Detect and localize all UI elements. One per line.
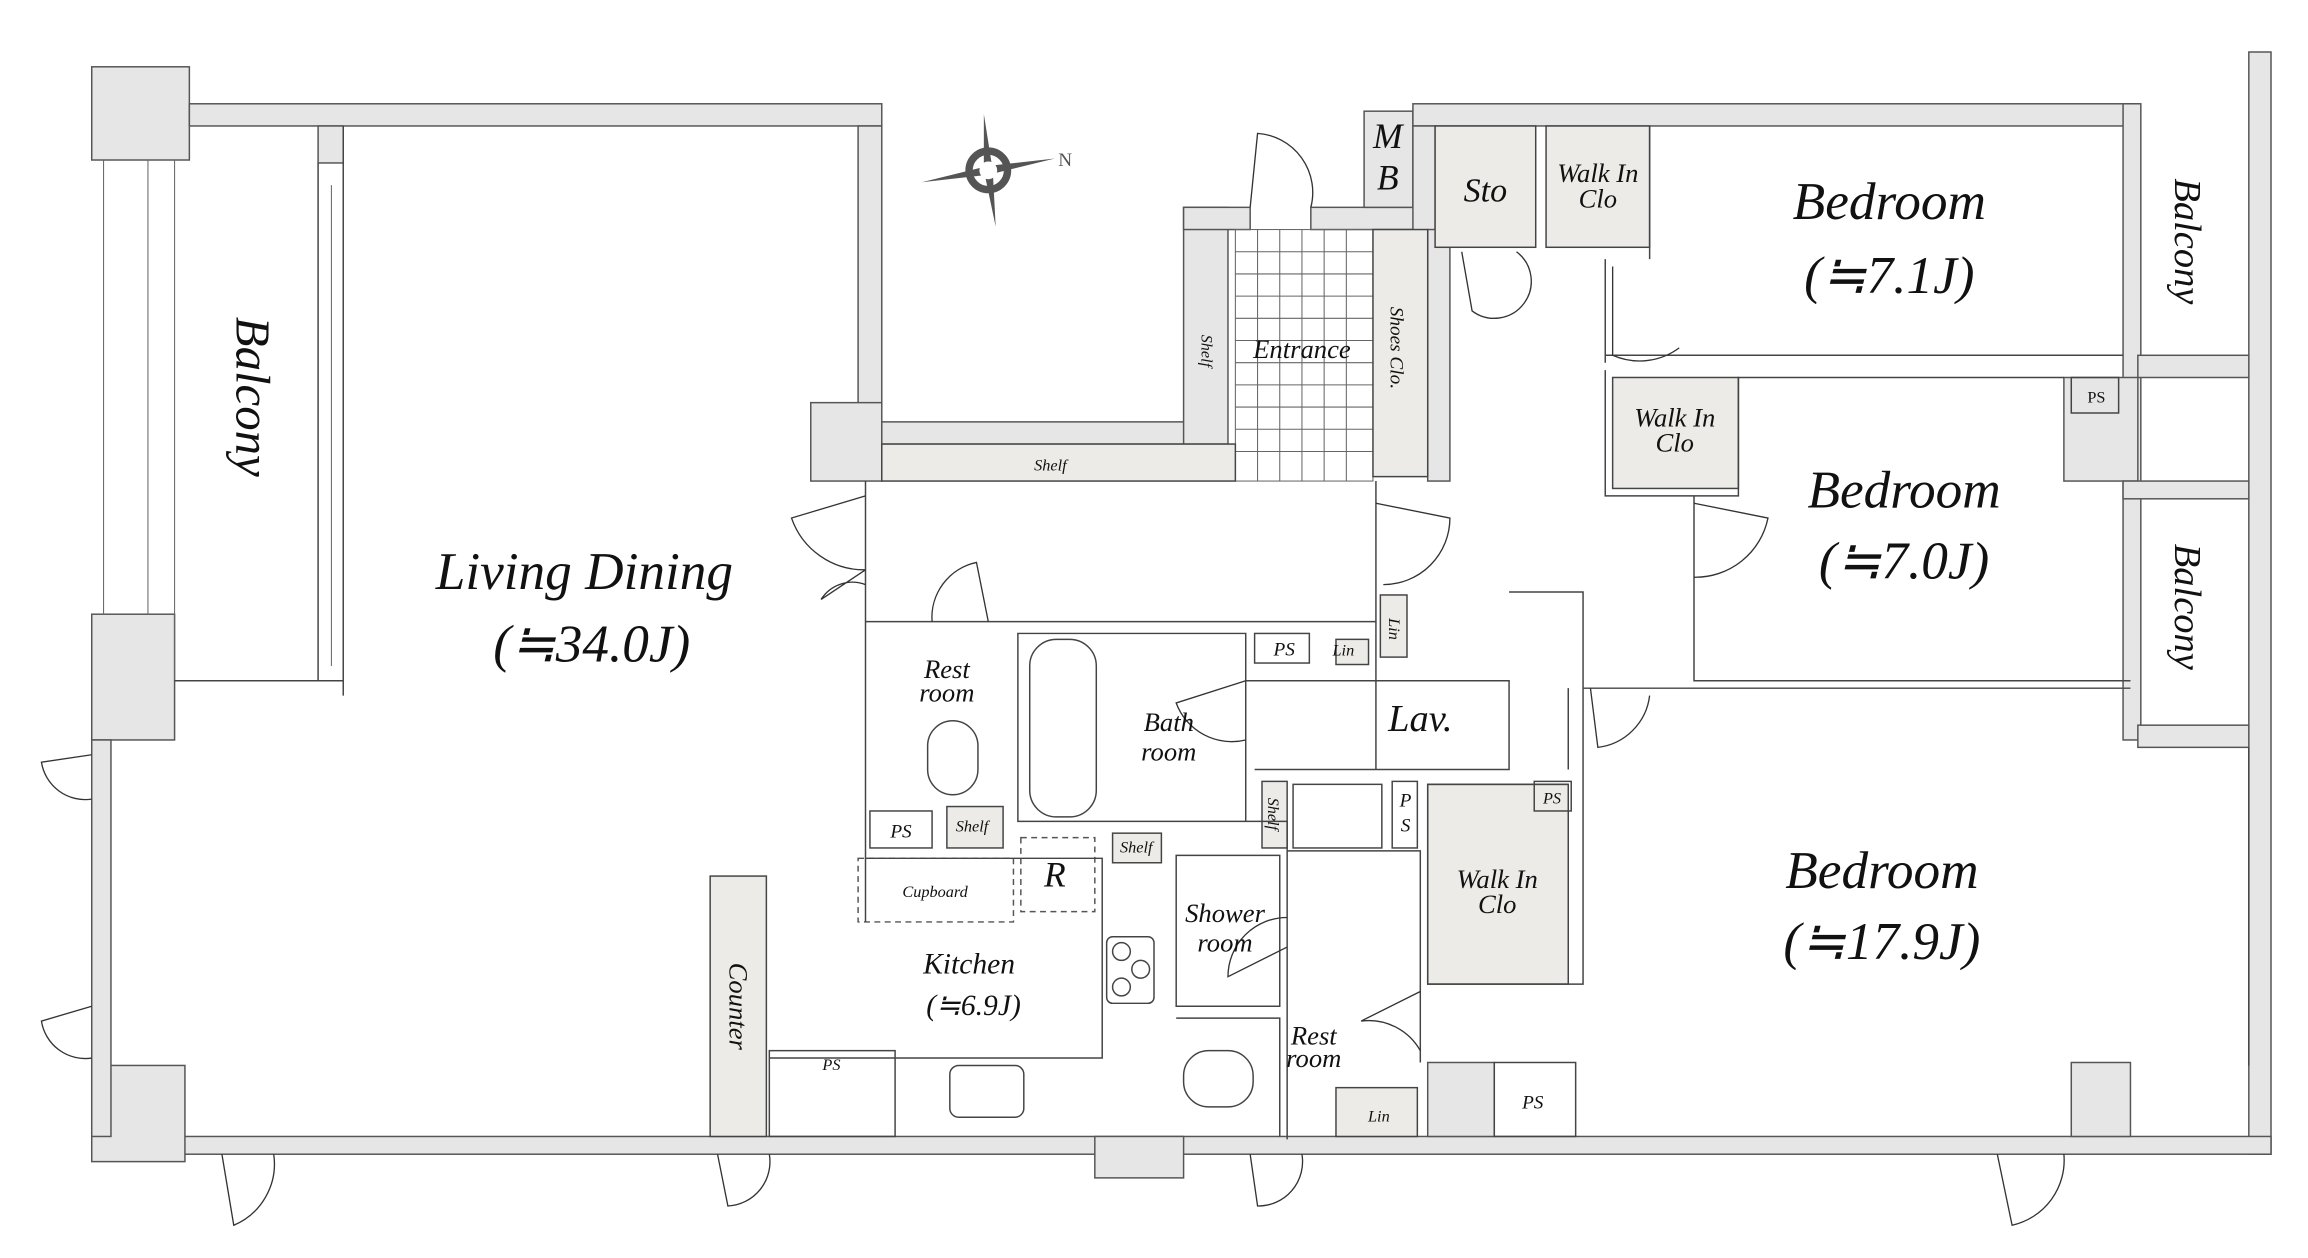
shower-label-1: Shower <box>1185 898 1266 928</box>
ps-kitchen-label: PS <box>821 1056 840 1074</box>
ps-bath-label: PS <box>1273 640 1296 661</box>
ps-rest-label: PS <box>889 822 912 843</box>
bedroom1-size: (≒7.1J) <box>1804 246 1974 305</box>
labels: Living Dining (≒34.0J) Balcony Balcony B… <box>226 116 2208 1126</box>
balcony-rails <box>103 125 2250 1066</box>
lav-label: Lav. <box>1387 698 1452 740</box>
shower-label-2: room <box>1197 928 1252 958</box>
walls <box>90 51 2272 1179</box>
compass-rose-icon: N <box>921 114 1072 227</box>
bedroom2-size: (≒7.0J) <box>1819 532 1989 591</box>
entrance-shelf-label: Shelf <box>1197 335 1215 370</box>
wic2-label-1: Walk In <box>1634 402 1715 432</box>
living-label: Living Dining <box>435 542 733 601</box>
balcony-right-mid-label: Balcony <box>2166 544 2208 671</box>
doors <box>40 132 2065 1227</box>
entrance-label: Entrance <box>1252 334 1351 364</box>
ps-vertical-label-2: S <box>1401 816 1411 837</box>
restroom2-label-1: Rest <box>1290 1021 1337 1051</box>
restroom2-label-2: room <box>1286 1043 1341 1073</box>
cupboard-label: Cupboard <box>902 883 968 901</box>
bedroom3-label: Bedroom <box>1785 841 1978 900</box>
rest-shelf-label: Shelf <box>956 818 991 836</box>
wic3-label-1: Walk In <box>1457 864 1538 894</box>
corridor-shelf-label: Shelf <box>1034 457 1069 475</box>
kitchen-shelf-label: Shelf <box>1120 838 1155 856</box>
lin2-label: Lin <box>1385 617 1403 640</box>
balcony-right-top-label: Balcony <box>2166 178 2208 305</box>
kitchen-label: Kitchen <box>922 949 1015 981</box>
bathroom-label-1: Bath <box>1144 707 1194 737</box>
interior-walls <box>769 125 2131 1140</box>
mb-label-2: B <box>1377 158 1399 198</box>
fixtures <box>709 125 2120 1138</box>
kitchen-size: (≒6.9J) <box>926 990 1021 1022</box>
lav-shelf-label: Shelf <box>1264 798 1282 833</box>
lin3-label: Lin <box>1367 1108 1390 1126</box>
ps-wic3-label: PS <box>1542 790 1561 808</box>
bathroom-label-2: room <box>1141 737 1196 767</box>
wic3-label-2: Clo <box>1478 889 1516 919</box>
bedroom2-label: Bedroom <box>1807 461 2000 520</box>
wic1-label-2: Clo <box>1579 183 1617 213</box>
restroom1-label-1: Rest <box>923 654 970 684</box>
wic2-label-2: Clo <box>1656 427 1694 457</box>
bedroom3-size: (≒17.9J) <box>1783 912 1980 971</box>
lin1-label: Lin <box>1332 642 1355 660</box>
balcony-left-label: Balcony <box>226 317 281 477</box>
storage-label: Sto <box>1464 172 1507 209</box>
refrigerator-label: R <box>1043 854 1066 894</box>
restroom1-label-2: room <box>919 677 974 707</box>
living-size: (≒34.0J) <box>493 615 690 674</box>
north-label: N <box>1058 150 1072 171</box>
ps-bedroom2-label: PS <box>2087 389 2105 407</box>
mb-label-1: M <box>1372 116 1405 156</box>
ps-vertical-label-1: P <box>1399 791 1412 812</box>
wic1-label-1: Walk In <box>1557 158 1638 188</box>
bedroom1-label: Bedroom <box>1793 172 1986 231</box>
shoes-closet-label: Shoes Clo. <box>1386 307 1407 389</box>
counter-label: Counter <box>723 963 753 1051</box>
ps-bottom-label: PS <box>1521 1092 1544 1113</box>
